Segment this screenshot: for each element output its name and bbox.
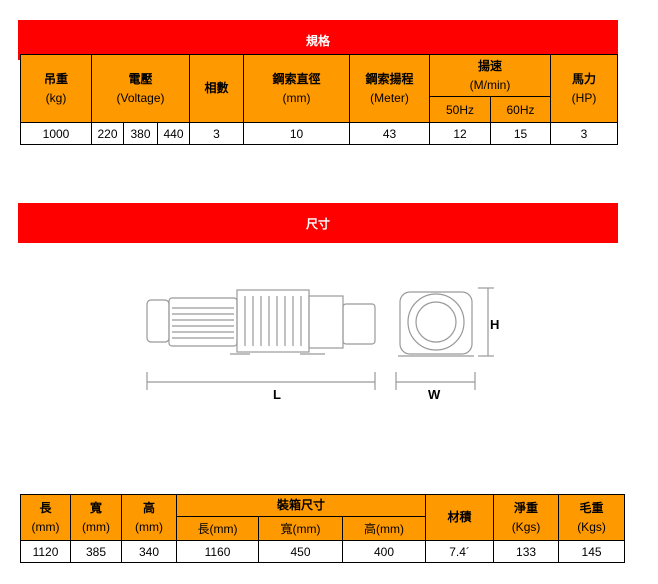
- cell-rope-diameter: 10: [243, 122, 350, 145]
- header-load: 吊重(kg): [20, 54, 92, 123]
- cell-length: 1120: [20, 540, 71, 563]
- header-box-height: 高(mm): [341, 516, 427, 541]
- header-speed: 揚速(M/min): [428, 54, 552, 97]
- header-gross-weight: 毛重(Kgs): [558, 494, 626, 541]
- cell-hp: 3: [550, 122, 619, 145]
- header-box-size: 裝箱尺寸: [175, 494, 427, 517]
- motor-body: [168, 297, 238, 347]
- header-volume: 材積: [425, 494, 495, 541]
- cell-box-length: 1160: [176, 540, 259, 563]
- cell-voltage-2: 380: [123, 122, 158, 145]
- front-drum: [407, 293, 465, 351]
- drum-frame: [236, 289, 310, 353]
- spec-title: 規格: [305, 33, 330, 48]
- header-rope-length: 鋼索揚程(Meter): [349, 54, 430, 123]
- gearbox: [308, 295, 344, 349]
- cell-net-weight: 133: [493, 540, 560, 563]
- header-voltage: 電壓(Voltage): [91, 54, 190, 123]
- cell-load: 1000: [20, 122, 92, 145]
- header-net-weight: 淨重(Kgs): [493, 494, 560, 541]
- gear-cap: [342, 303, 376, 345]
- pack-table: 長(mm) 寬(mm) 高(mm) 裝箱尺寸 材積 淨重(Kgs) 毛重(Kgs…: [20, 494, 626, 563]
- cell-width: 385: [70, 540, 122, 563]
- header-50hz: 50Hz: [429, 96, 491, 123]
- header-rope-diameter: 鋼索直徑(mm): [243, 54, 350, 123]
- dims-banner: 尺寸: [18, 203, 618, 243]
- spec-banner: 規格: [18, 20, 618, 60]
- label-height: H: [490, 317, 500, 332]
- label-length: L: [273, 387, 281, 402]
- drum-lines: [244, 296, 302, 346]
- motor-fins: [172, 307, 234, 339]
- cell-gross-weight: 145: [558, 540, 626, 563]
- cell-voltage-3: 440: [157, 122, 190, 145]
- cell-height: 340: [121, 540, 177, 563]
- header-width: 寬(mm): [70, 494, 122, 541]
- cell-speed-60hz: 15: [489, 122, 552, 145]
- cell-speed-50hz: 12: [429, 122, 491, 145]
- cell-phase: 3: [189, 122, 244, 145]
- header-box-width: 寬(mm): [258, 516, 343, 541]
- header-hp: 馬力(HP): [550, 54, 619, 123]
- header-phase: 相數: [189, 54, 244, 123]
- motor-cap: [146, 299, 170, 343]
- label-width: W: [428, 387, 441, 402]
- spec-table: 吊重(kg) 電壓(Voltage) 相數 鋼索直徑(mm) 鋼索揚程(Mete…: [20, 54, 619, 145]
- front-drum-inner: [415, 301, 457, 343]
- cell-voltage-1: 220: [91, 122, 124, 145]
- cell-box-width: 450: [258, 540, 343, 563]
- header-box-length: 長(mm): [176, 516, 259, 541]
- front-frame: [399, 291, 473, 355]
- header-60hz: 60Hz: [489, 96, 552, 123]
- winch-diagram: [146, 287, 494, 390]
- cell-rope-length: 43: [349, 122, 430, 145]
- header-length: 長(mm): [20, 494, 71, 541]
- cell-box-height: 400: [341, 540, 427, 563]
- header-height: 高(mm): [121, 494, 177, 541]
- dims-title: 尺寸: [305, 216, 330, 231]
- cell-volume: 7.4´: [425, 540, 495, 563]
